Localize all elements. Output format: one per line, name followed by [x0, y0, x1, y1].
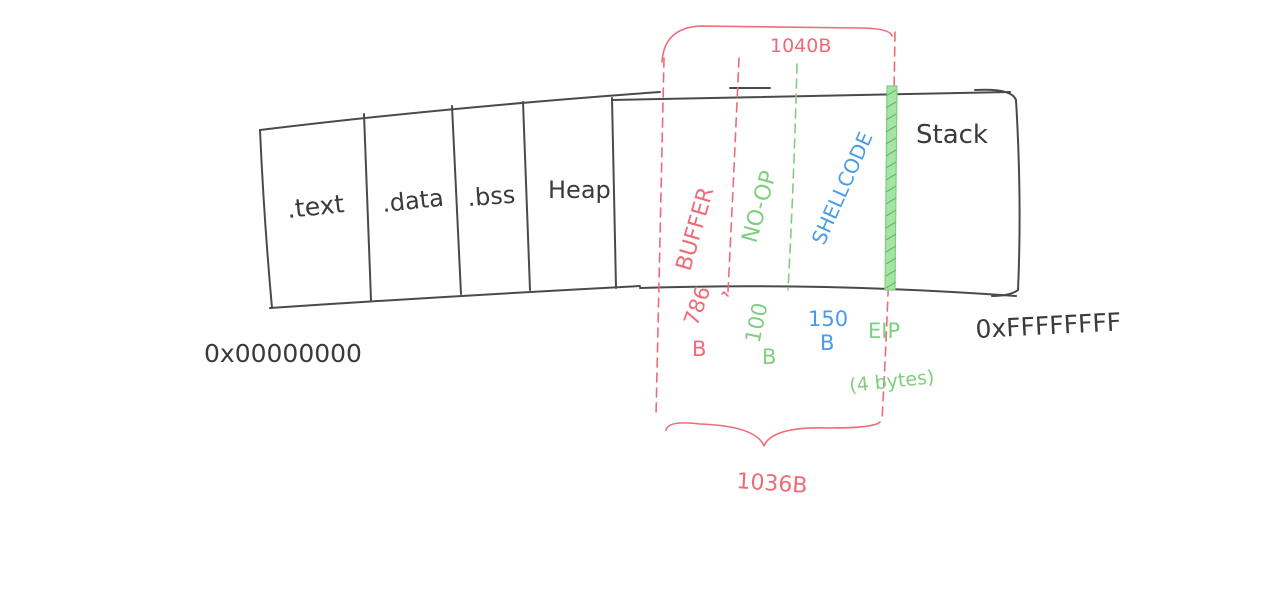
divider-data-bss — [451, 105, 462, 295]
buffer-end-bound — [727, 57, 740, 293]
divider-heap-stack — [611, 97, 617, 289]
shellcode-size-unit: B — [820, 331, 834, 355]
overflow-left-bound — [655, 57, 665, 417]
eip-bar — [884, 85, 898, 291]
memory-top-edge — [259, 91, 661, 131]
memory-outline — [259, 87, 1021, 309]
top-brace-label: 1040B — [770, 35, 831, 57]
noop-size-unit: B — [762, 345, 776, 369]
region-label-buffer: BUFFER — [672, 184, 720, 273]
segment-label-data: .data — [381, 184, 445, 218]
buffer-size-value: 786 — [679, 283, 715, 329]
segment-label-bss: .bss — [466, 181, 516, 212]
stack-top-edge — [611, 91, 1011, 101]
memory-left-edge — [259, 129, 273, 309]
bottom-brace-label: 1036B — [736, 469, 809, 499]
segment-label-heap: Heap — [548, 176, 611, 204]
memory-right-edge — [974, 88, 1021, 297]
stack-bottom-edge — [639, 285, 1017, 297]
region-label-eip: EIP — [868, 319, 900, 343]
buffer-size-arrow — [721, 291, 729, 297]
region-label-shellcode: SHELLCODE — [807, 128, 878, 248]
bottom-brace — [665, 421, 881, 447]
noop-end-bound — [787, 63, 798, 291]
eip-size-label: (4 bytes) — [848, 366, 935, 397]
buffer-size-unit: B — [692, 337, 706, 361]
noop-size-value: 100 — [741, 301, 773, 345]
address-high: 0xFFFFFFFF — [975, 307, 1122, 344]
divider-bss-heap — [522, 101, 531, 291]
segment-label-stack: Stack — [916, 120, 988, 150]
top-brace — [661, 25, 893, 63]
divider-text-data — [363, 113, 372, 301]
segment-label-text: .text — [286, 189, 346, 224]
memory-bottom-edge — [269, 285, 641, 309]
region-label-noop: NO-OP — [738, 168, 782, 246]
shellcode-size-value: 150 — [808, 307, 848, 331]
address-low: 0x00000000 — [204, 339, 362, 368]
